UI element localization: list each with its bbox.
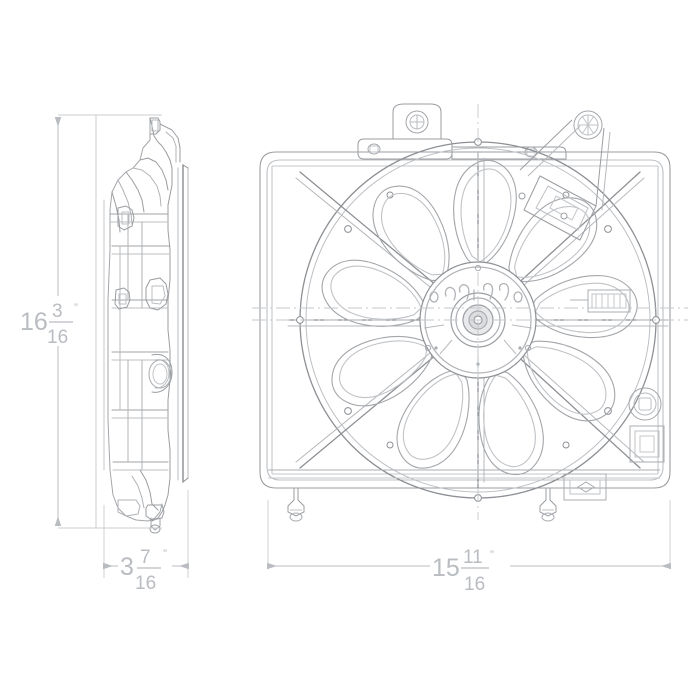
right-mounting-boss [628,387,665,463]
depth-dimension-label: 3 7 16 ” [120,547,167,594]
mounting-tab-left [357,103,453,160]
height-denominator: 16 [47,327,68,348]
depth-unit: ” [163,547,167,561]
mounting-foot-right [539,488,557,522]
width-unit: ” [490,548,494,562]
width-denominator: 16 [464,574,485,595]
fan-blades [321,160,638,476]
width-dimension-label: 15 11 16 ” [432,547,494,595]
depth-denominator: 16 [135,573,156,594]
bottom-right-flange [563,473,607,501]
mounting-foot-left [287,488,305,522]
depth-whole: 3 [120,553,134,581]
width-numerator: 11 [463,547,483,568]
width-whole: 15 [432,554,460,582]
upper-right-boss [573,110,603,140]
height-numerator: 3 [52,301,63,322]
depth-numerator: 7 [140,547,151,568]
height-unit: ” [74,301,78,315]
height-whole: 16 [20,308,48,336]
right-bracket-stack [518,119,611,241]
hub-vent-slots [429,283,523,303]
hub-fasteners [424,264,532,352]
height-dimension-label: 16 3 16 ” [20,301,78,348]
